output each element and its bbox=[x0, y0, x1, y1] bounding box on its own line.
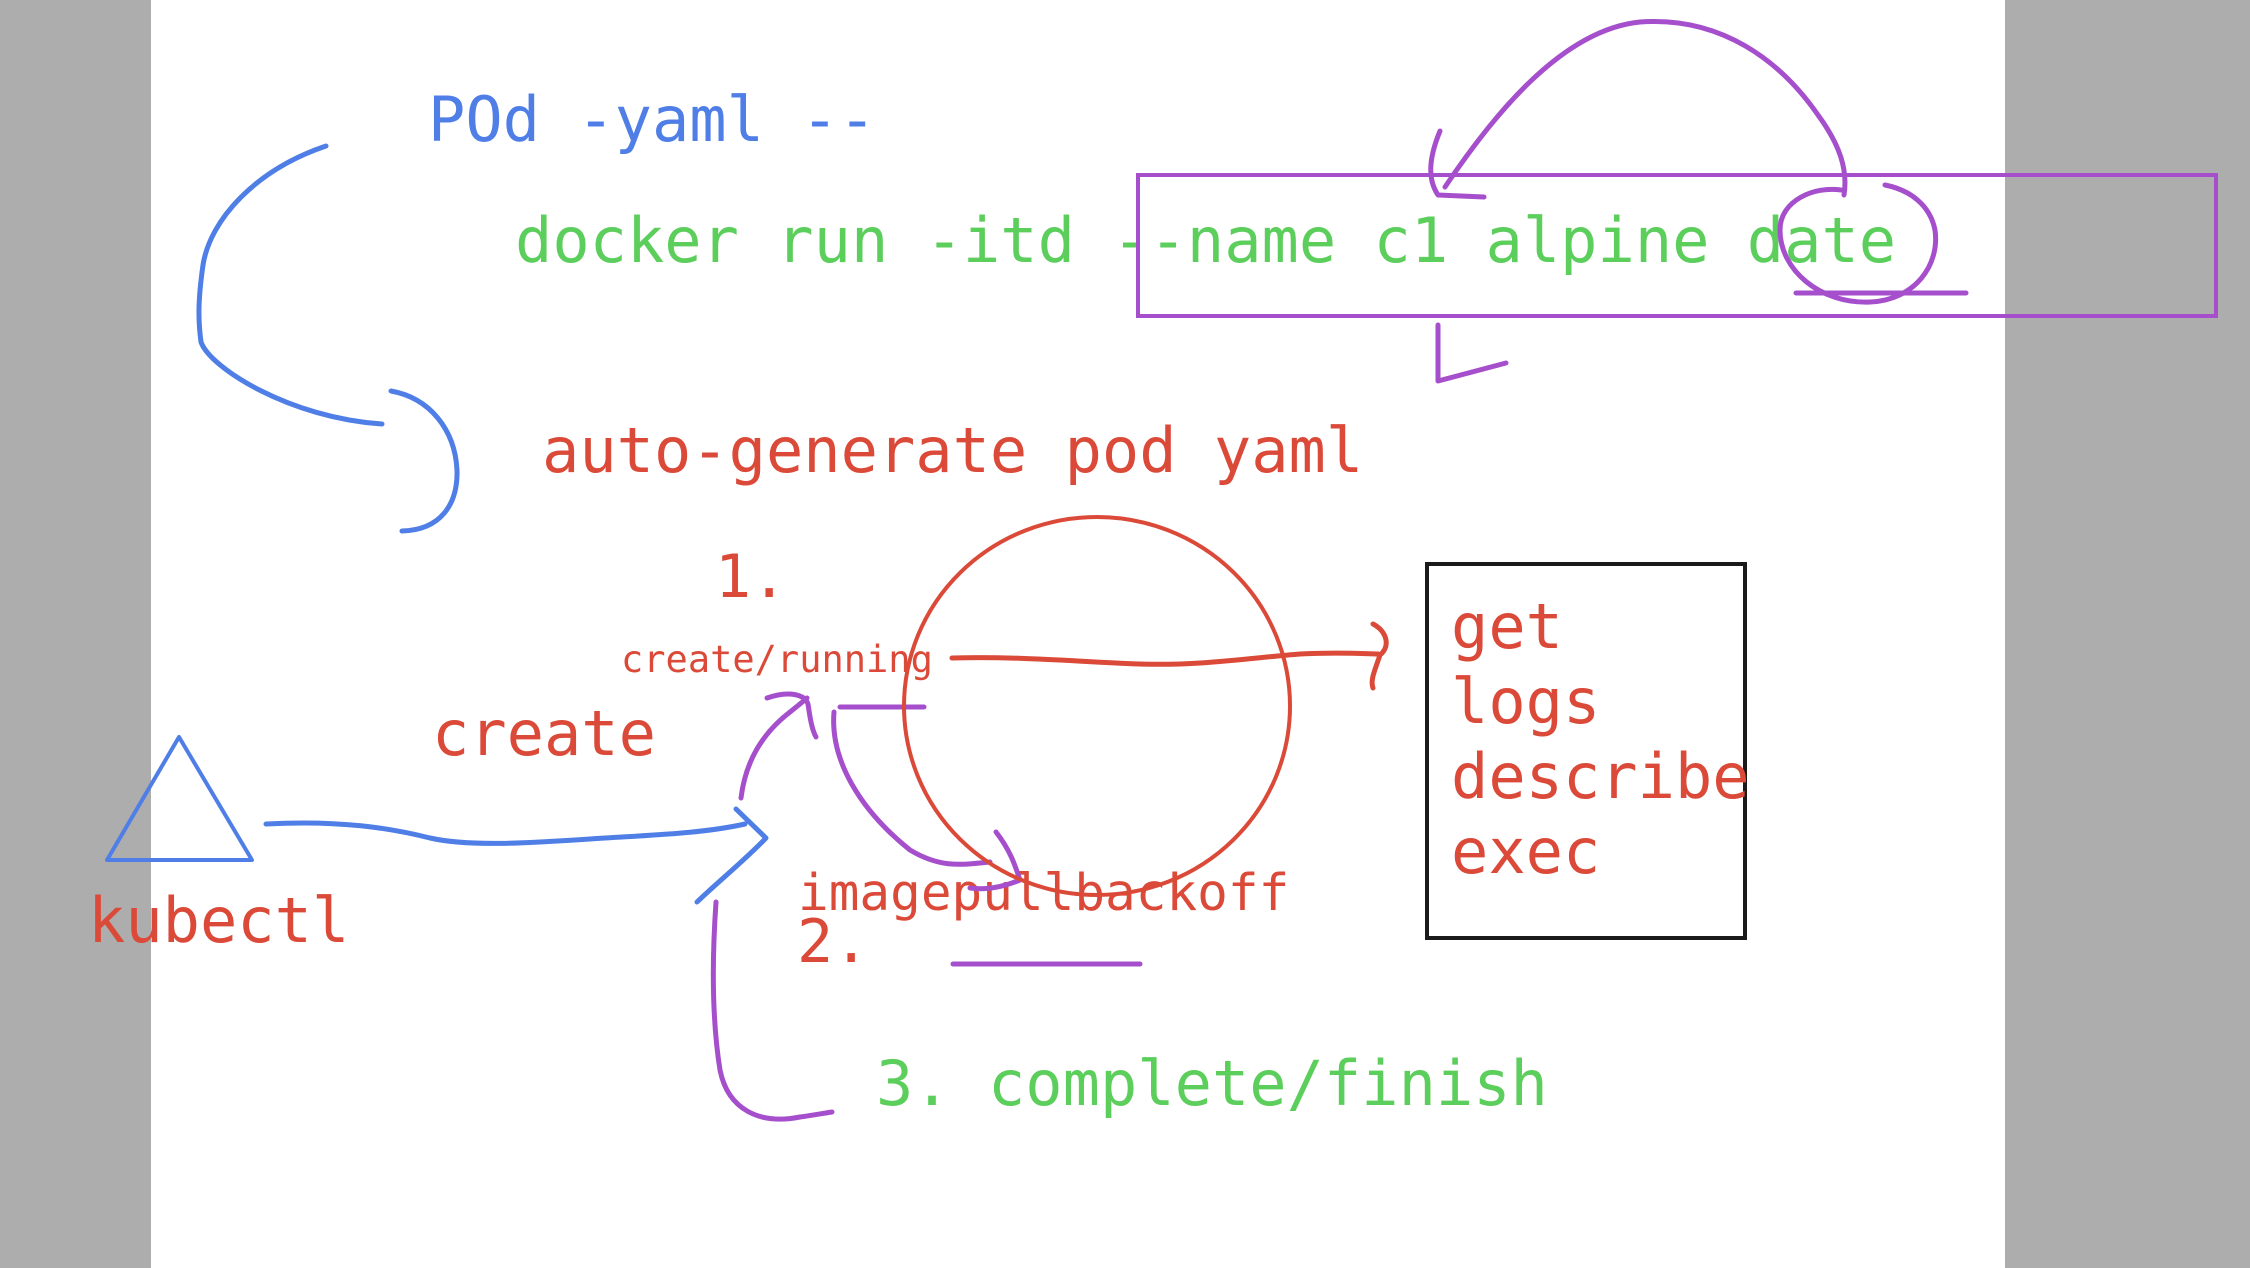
purple-step3-arrow bbox=[710, 899, 835, 1122]
right-side-bar bbox=[2005, 0, 2250, 1268]
kubectl-label: kubectl bbox=[88, 884, 349, 957]
kubectl-to-pod-arrow bbox=[263, 820, 748, 846]
red-arrow-to-commands bbox=[949, 650, 1381, 667]
pod-yaml-text: POd -yaml -- bbox=[428, 83, 876, 156]
purple-date-circle bbox=[1777, 182, 1939, 305]
command-highlight-box bbox=[1136, 173, 2218, 318]
commands-box bbox=[1425, 562, 1747, 940]
red-arrow-head bbox=[1369, 621, 1389, 691]
step-2-number: 2. bbox=[797, 907, 869, 977]
blue-bracket-stroke bbox=[196, 143, 385, 427]
purple-loop-arrow bbox=[1442, 18, 1848, 198]
step-1-number: 1. bbox=[715, 542, 787, 612]
create-label: create bbox=[432, 697, 656, 770]
blue-close-paren-stroke bbox=[388, 388, 460, 534]
command-get: get bbox=[1451, 590, 1563, 663]
triangle-icon bbox=[105, 735, 254, 862]
command-logs: logs bbox=[1451, 665, 1600, 738]
step-2-label: imagepullbackoff bbox=[798, 864, 1289, 923]
purple-corner-mark bbox=[1435, 322, 1509, 384]
purple-step2-arrow bbox=[831, 709, 993, 867]
step-3-label: 3. complete/finish bbox=[876, 1047, 1548, 1120]
docker-command-text: docker run -itd --name c1 alpine date bbox=[515, 204, 1896, 277]
step-1-label: create/running bbox=[621, 638, 933, 681]
purple-step1-arrow-head bbox=[764, 691, 819, 740]
auto-generate-text: auto-generate pod yaml bbox=[542, 414, 1363, 487]
command-exec: exec bbox=[1451, 815, 1600, 888]
purple-step1-arrow bbox=[738, 695, 810, 801]
pod-circle bbox=[902, 515, 1292, 897]
kubectl-arrow-head bbox=[694, 806, 769, 905]
command-describe: describe bbox=[1451, 740, 1750, 813]
left-side-bar bbox=[0, 0, 151, 1268]
purple-loop-arrow-head bbox=[1428, 128, 1487, 200]
